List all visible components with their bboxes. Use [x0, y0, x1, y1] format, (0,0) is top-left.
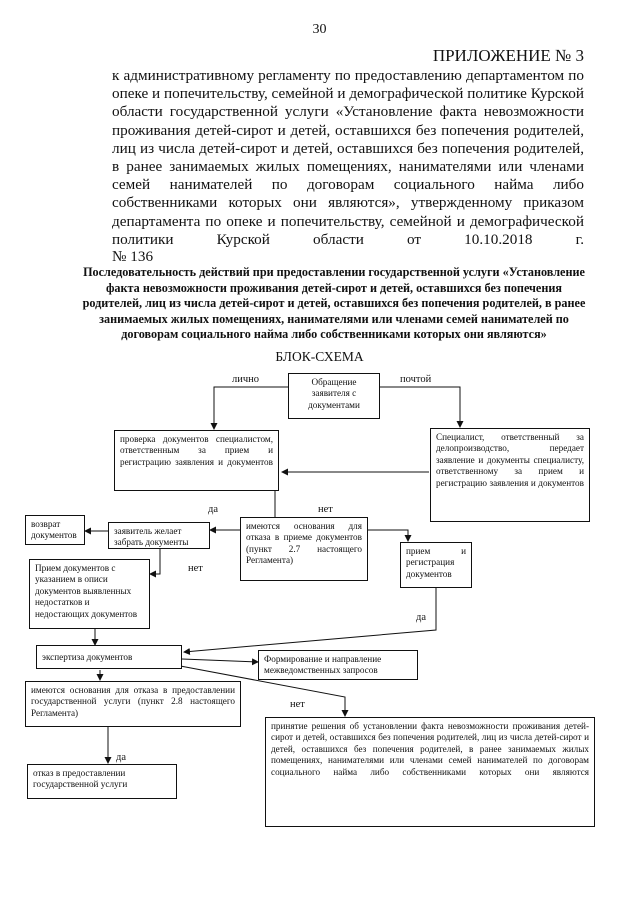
label-no: нет	[290, 699, 305, 710]
label-personally: лично	[232, 374, 260, 385]
label-yes: да	[116, 752, 127, 763]
section-heading: Последовательность действий при предоста…	[82, 265, 586, 341]
box-refusal: отказ в предоставлении государственной у…	[27, 764, 177, 799]
label-yes: да	[416, 612, 427, 623]
label-no: нет	[318, 504, 333, 515]
arrow-no-decision	[174, 664, 349, 717]
box-accept-register: прием и регистрация документов	[400, 542, 472, 588]
box-check: проверка документов специалистом, ответс…	[114, 430, 279, 491]
arrow-to-requests	[181, 658, 259, 666]
label-yes: да	[208, 504, 219, 515]
box-refusal-grounds: имеются основания для отказа в приеме до…	[240, 517, 368, 581]
box-specialist: Специалист, ответственный за делопроизво…	[430, 428, 590, 522]
box-expertise: экспертиза документов	[36, 645, 182, 669]
box-return-docs: возврат документов	[25, 515, 85, 545]
intro-last-line: № 136	[112, 248, 154, 265]
box-requests: Формирование и направление межведомствен…	[258, 650, 418, 680]
arrow-by-mail	[380, 386, 464, 428]
arrow-register-to-expertise	[183, 587, 437, 655]
page-number: 30	[312, 22, 327, 37]
arrow-no-accept-with-list	[149, 548, 161, 578]
intro-paragraph: к административному регламенту по предос…	[112, 67, 584, 248]
box-wants-back: заявитель желает забрать документы	[108, 522, 210, 549]
box-service-refusal-grounds: имеются основания для отказа в предостав…	[25, 681, 241, 727]
label-no: нет	[188, 563, 203, 574]
appendix-title: ПРИЛОЖЕНИЕ № 3	[432, 46, 584, 65]
box-appeal: Обращение заявителя с документами	[288, 373, 380, 419]
arrow-personally	[210, 386, 288, 430]
schema-title: БЛОК-СХЕМА	[275, 349, 364, 364]
arrow-no-accept	[368, 529, 412, 542]
label-by-mail: почтой	[400, 374, 432, 385]
box-decision: принятие решения об установлении факта н…	[265, 717, 595, 827]
box-accept-with-list: Прием документов с указанием в описи док…	[29, 559, 150, 629]
